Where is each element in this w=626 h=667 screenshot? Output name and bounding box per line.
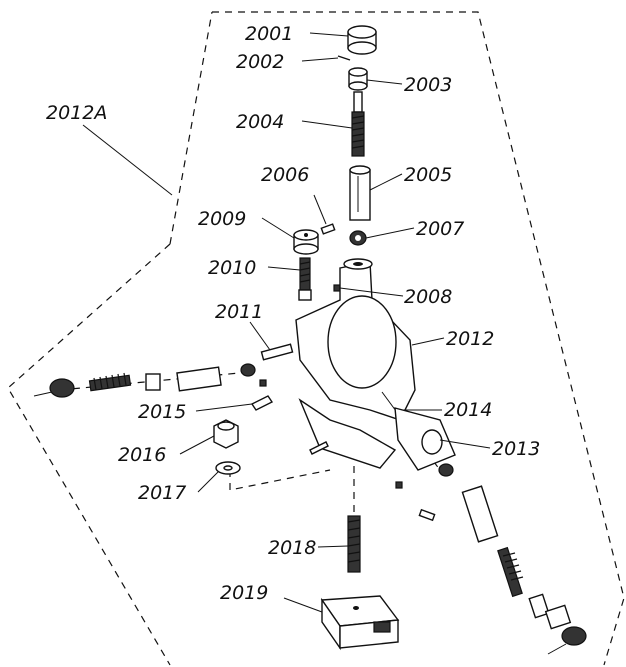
part-2007-bushing bbox=[349, 230, 367, 246]
part-2013-block bbox=[394, 407, 456, 471]
label-2007: 2007 bbox=[416, 218, 464, 240]
label-2016: 2016 bbox=[118, 444, 166, 466]
left-shaft-stack bbox=[33, 363, 267, 398]
set-screw-lower bbox=[395, 481, 403, 489]
label-2004: 2004 bbox=[236, 111, 284, 133]
label-2017: 2017 bbox=[138, 482, 186, 504]
label-2001: 2001 bbox=[245, 23, 293, 45]
assembly-2012A-boundary bbox=[7, 11, 625, 666]
label-2018: 2018 bbox=[268, 537, 316, 559]
label-2009: 2009 bbox=[198, 208, 246, 230]
label-2011: 2011 bbox=[215, 301, 263, 323]
label-2002: 2002 bbox=[236, 51, 284, 73]
label-2014: 2014 bbox=[444, 399, 492, 421]
part-2010-bolt bbox=[298, 257, 312, 301]
label-2003: 2003 bbox=[404, 74, 452, 96]
label-2008: 2008 bbox=[404, 286, 452, 308]
label-2015: 2015 bbox=[138, 401, 186, 423]
label-2012A: 2012A bbox=[46, 102, 107, 124]
part-2009-knob bbox=[293, 229, 319, 255]
part-2001-knob bbox=[347, 25, 377, 55]
label-2012: 2012 bbox=[446, 328, 494, 350]
part-2012-body bbox=[295, 258, 416, 469]
label-2013: 2013 bbox=[492, 438, 540, 460]
part-2006-pin bbox=[320, 223, 336, 235]
part-2019-base bbox=[320, 595, 400, 651]
center-axis-bottom bbox=[229, 469, 331, 491]
small-lever bbox=[309, 441, 329, 455]
part-2011-pin bbox=[260, 343, 294, 361]
part-2005-sleeve bbox=[349, 165, 371, 221]
part-2018-stud bbox=[347, 515, 361, 573]
label-2006: 2006 bbox=[261, 164, 309, 186]
part-2016-nut bbox=[213, 419, 239, 449]
part-2003-collar bbox=[348, 67, 368, 91]
label-2019: 2019 bbox=[220, 582, 268, 604]
label-2005: 2005 bbox=[404, 164, 452, 186]
label-2010: 2010 bbox=[208, 257, 256, 279]
part-2004-screw bbox=[351, 91, 365, 157]
part-2002-pin bbox=[337, 55, 351, 61]
leader-lines bbox=[82, 32, 491, 613]
part-2017-washer bbox=[215, 461, 241, 475]
right-shaft-stack bbox=[418, 463, 587, 655]
part-2015-lever bbox=[250, 395, 274, 411]
part-2008-set-screw bbox=[333, 284, 341, 292]
